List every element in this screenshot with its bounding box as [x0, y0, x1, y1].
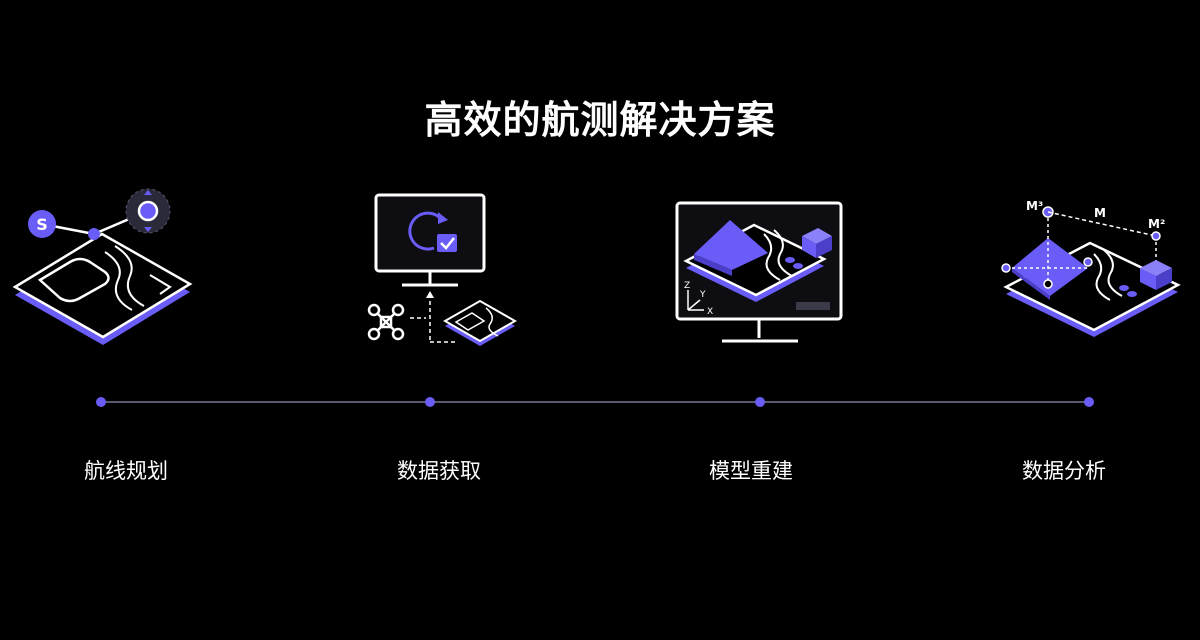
step-label-route-planning: 航线规划 — [84, 459, 168, 483]
volume-label: M³ — [1026, 199, 1043, 213]
data-analysis-icon: M³ M M² — [998, 192, 1188, 352]
step-label-model-reconstruction: 模型重建 — [709, 459, 793, 483]
distance-label: M — [1094, 206, 1106, 220]
timeline-dot-data-acquisition — [425, 397, 435, 407]
timeline-dot-model-reconstruction — [755, 397, 765, 407]
page-title: 高效的航测解决方案 — [424, 98, 776, 142]
timeline-dot-route-planning — [96, 397, 106, 407]
axis-x-label: X — [707, 307, 713, 317]
start-badge: S — [36, 215, 48, 234]
model-reconstruction-icon: Z Y X — [672, 198, 852, 348]
route-planning-icon: S — [10, 180, 200, 355]
step-label-data-acquisition: 数据获取 — [397, 459, 481, 483]
timeline-dot-data-analysis — [1084, 397, 1094, 407]
data-acquisition-icon — [360, 190, 530, 355]
axis-y-label: Y — [699, 290, 706, 300]
axis-z-label: Z — [684, 281, 690, 291]
step-label-data-analysis: 数据分析 — [1022, 459, 1106, 483]
timeline-line — [100, 401, 1090, 403]
area-label: M² — [1148, 217, 1165, 231]
